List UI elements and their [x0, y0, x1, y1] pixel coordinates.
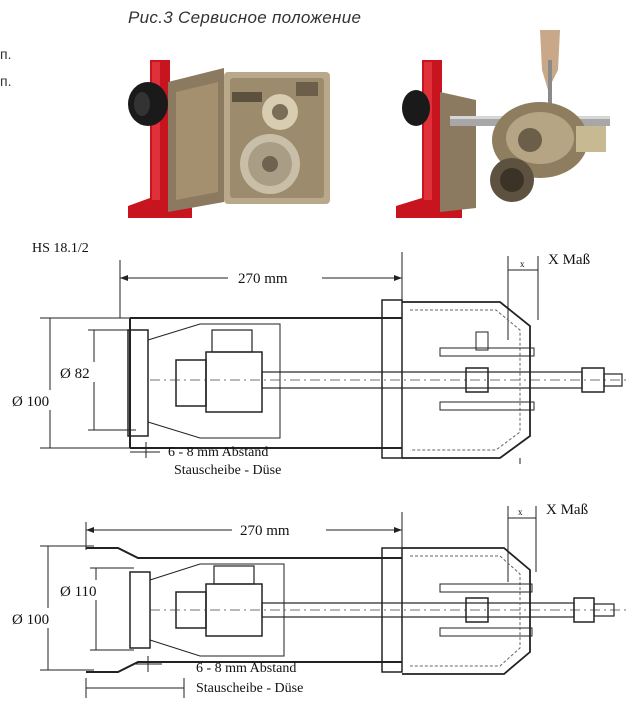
inner-diameter: Ø 110	[60, 584, 97, 600]
inner-diameter: Ø 82	[60, 366, 90, 382]
technical-drawing-1: HS 18.1/2 270 mm x X Maß Ø 82 Ø 100 6 - …	[10, 241, 630, 478]
length-dimension: 270 mm	[240, 523, 290, 539]
cut-text-fragment: п.	[0, 46, 12, 62]
x-mass-label: X Maß	[548, 252, 590, 268]
model-label: HS 18.1/2	[32, 241, 89, 256]
cut-text-fragment: п.	[0, 73, 12, 89]
outer-diameter: Ø 100	[12, 612, 49, 628]
gap-distance-label: 6 - 8 mm Abstand	[196, 661, 296, 676]
burner-service-position-photo-2	[396, 30, 610, 218]
outer-diameter: Ø 100	[12, 394, 49, 410]
burner-service-position-photo-1	[128, 60, 330, 218]
x-dimension-small: x	[518, 507, 523, 517]
gap-description-label: Stauscheibe - Düse	[174, 463, 281, 478]
figure-caption: Рис.3 Сервисное положение	[128, 8, 362, 27]
length-dimension: 270 mm	[238, 271, 288, 287]
x-dimension-small: x	[520, 259, 525, 269]
technical-drawing-2: 270 mm x X Maß Ø 110 Ø 100 6 - 8 mm Abst…	[10, 502, 630, 698]
x-mass-label: X Maß	[546, 502, 588, 518]
gap-distance-label: 6 - 8 mm Abstand	[168, 445, 268, 460]
gap-description-label: Stauscheibe - Düse	[196, 681, 303, 696]
